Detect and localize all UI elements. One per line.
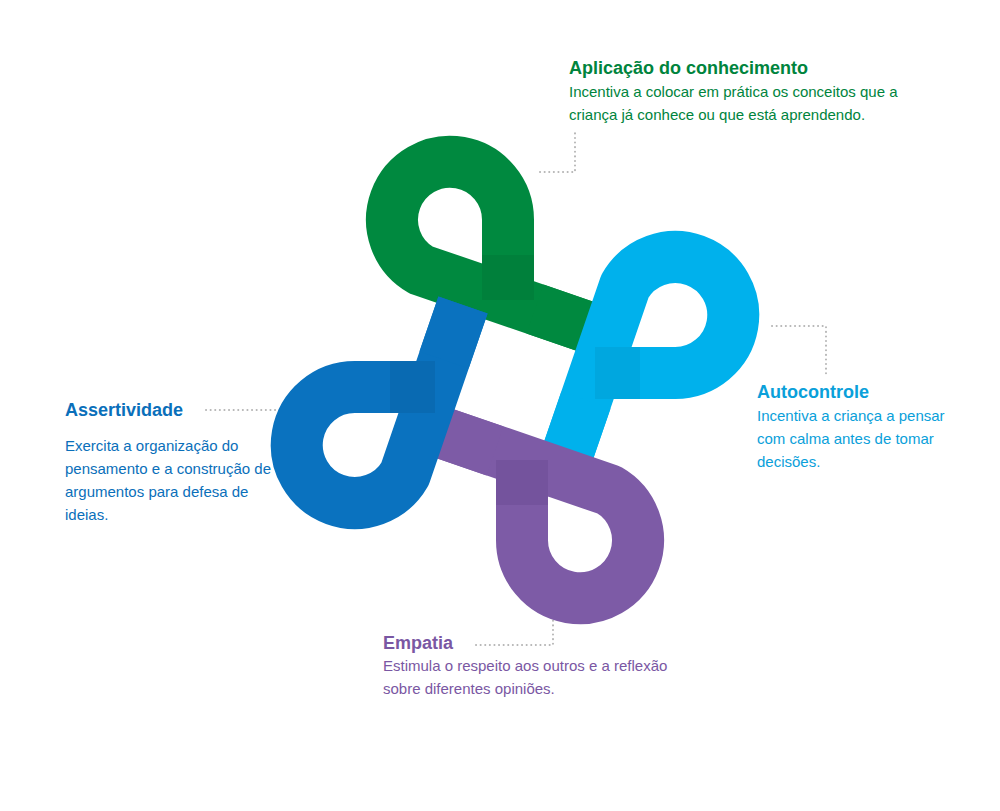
leader-line xyxy=(476,618,553,645)
loop-shadow xyxy=(496,460,548,505)
section-text: Estimula o respeito aos outros e a refle… xyxy=(383,654,683,700)
loop-stroke xyxy=(567,257,733,455)
section-heading: Assertividade xyxy=(65,399,285,421)
loop-overlap xyxy=(567,400,586,455)
section-heading: Empatia xyxy=(383,632,583,654)
loop-band xyxy=(297,305,463,503)
loop-band xyxy=(567,257,733,455)
knot-loops xyxy=(297,162,733,598)
loop-stroke xyxy=(297,305,463,503)
loop-shadow xyxy=(390,361,435,413)
loop-stroke xyxy=(392,162,590,328)
loop-stroke xyxy=(440,432,638,598)
leader-lines xyxy=(206,132,826,645)
section-text: Exercita a organização do pensamento e a… xyxy=(65,434,293,526)
loop-overlap xyxy=(440,432,495,451)
loop-shadow xyxy=(595,347,640,399)
section-heading: Aplicação do conhecimento xyxy=(569,57,949,79)
section-text: Incentiva a colocar em prática os concei… xyxy=(569,80,941,126)
loop-overlap xyxy=(535,309,590,328)
loop-shadow xyxy=(482,255,534,300)
loop-band xyxy=(440,432,638,598)
section-text: Incentiva a criança a pensar com calma a… xyxy=(757,404,947,473)
leader-line xyxy=(772,326,826,374)
section-heading: Autocontrole xyxy=(757,381,977,403)
leader-line xyxy=(206,409,290,411)
loop-overlap xyxy=(444,305,463,360)
loop-band xyxy=(392,162,590,328)
leader-line xyxy=(540,132,575,172)
